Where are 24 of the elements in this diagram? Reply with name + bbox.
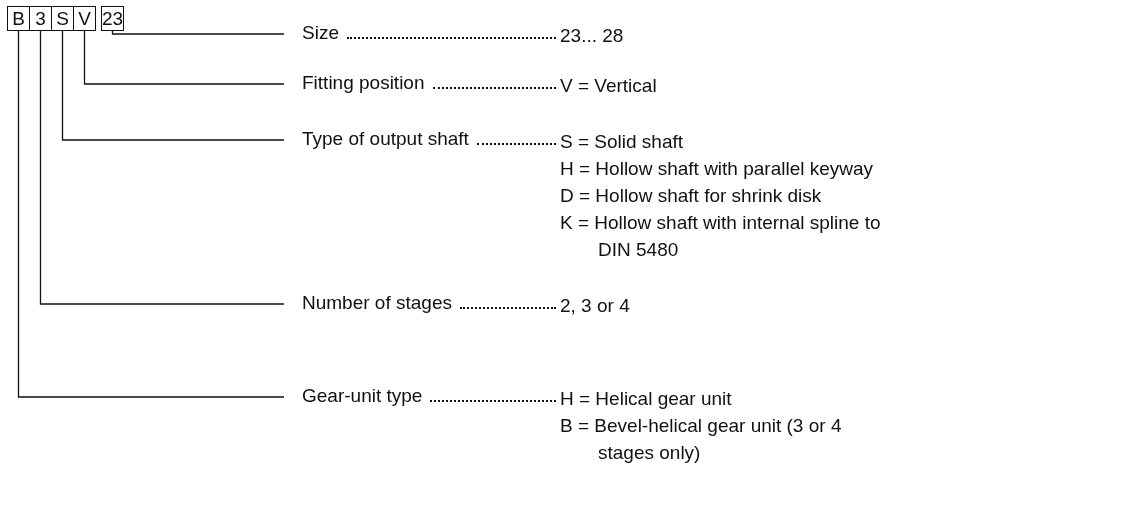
code-box: B <box>7 6 30 31</box>
leader-line <box>39 30 285 305</box>
code-box: S <box>51 6 74 31</box>
field-name: Fitting position <box>302 72 425 94</box>
field-name: Type of output shaft <box>302 128 469 150</box>
field-name: Size <box>302 22 339 44</box>
option-text: S = Solid shaft <box>560 130 685 154</box>
leader-line <box>61 30 285 141</box>
option-text: D = Hollow shaft for shrink disk <box>560 184 823 208</box>
field-name: Gear-unit type <box>302 385 423 407</box>
field-name: Number of stages <box>302 292 452 314</box>
option-text: H = Hollow shaft with parallel keyway <box>560 157 875 181</box>
code-box: 23 <box>101 6 124 31</box>
option-text: 2, 3 or 4 <box>560 294 631 318</box>
option-text: B = Bevel-helical gear unit (3 or 4 stages only) <box>560 414 843 465</box>
option-text: H = Helical gear unit <box>560 387 733 411</box>
option-text: K = Hollow shaft with internal spline to DIN 5480 <box>560 211 882 262</box>
leader-line <box>17 30 285 398</box>
leader-line <box>83 30 285 85</box>
option-text: V = Vertical <box>560 74 658 98</box>
option-text: 23... 28 <box>560 24 625 48</box>
code-box: V <box>73 6 96 31</box>
code-box: 3 <box>29 6 52 31</box>
leader-line <box>111 30 285 35</box>
